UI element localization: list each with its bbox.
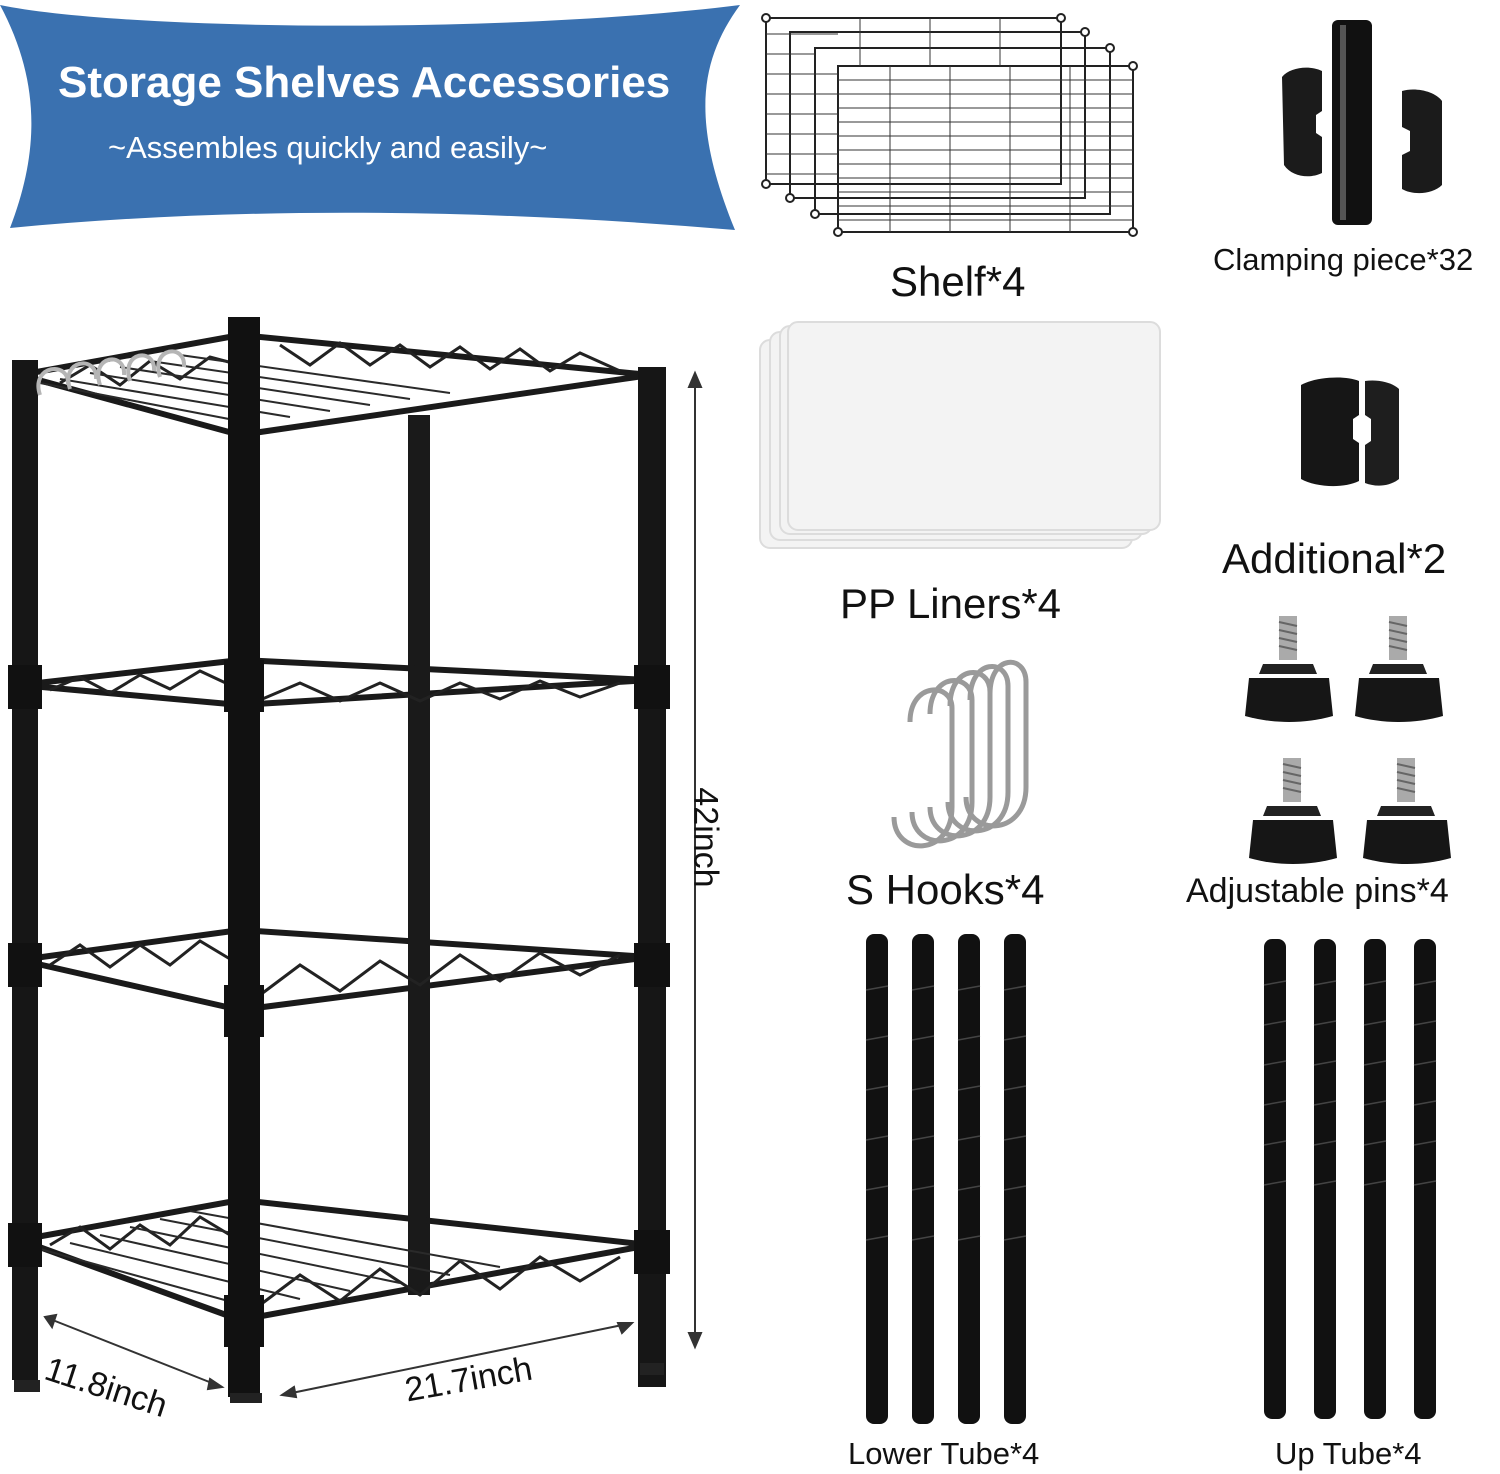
additional-clamp-image (1301, 377, 1399, 487)
lower-tubes-image (865, 934, 1027, 1424)
shelf-grids-image (761, 13, 1138, 237)
up-tubes-image (1263, 939, 1437, 1419)
banner-subtitle: ~Assembles quickly and easily~ (108, 130, 548, 165)
up-tube-label: Up Tube*4 (1275, 1436, 1422, 1471)
clamping-piece-image (1282, 20, 1442, 225)
height-dimension-label: 42inch (686, 787, 725, 888)
banner-title: Storage Shelves Accessories (58, 58, 671, 107)
lower-tube-label: Lower Tube*4 (848, 1436, 1040, 1471)
additional-label: Additional*2 (1222, 535, 1447, 582)
adjustable-pins-image (1245, 616, 1451, 864)
shelf-label: Shelf*4 (890, 258, 1026, 305)
assembled-shelf-unit-image (8, 317, 703, 1403)
clamping-piece-label: Clamping piece*32 (1213, 242, 1474, 277)
s-hooks-image (891, 659, 1029, 849)
pp-liners-image (759, 321, 1161, 549)
banner-background (0, 5, 740, 230)
pp-liners-label: PP Liners*4 (840, 580, 1062, 627)
adjustable-pins-label: Adjustable pins*4 (1186, 872, 1449, 910)
s-hooks-label: S Hooks*4 (846, 866, 1045, 913)
